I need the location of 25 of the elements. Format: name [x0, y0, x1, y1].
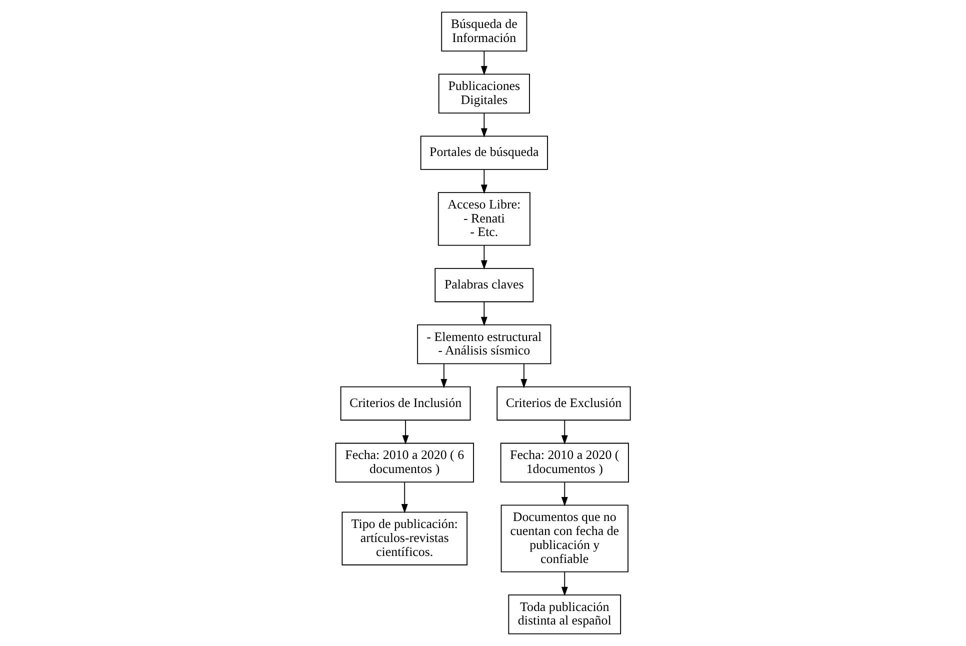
node-box: Palabras claves [434, 268, 534, 302]
node-box: Búsqueda de Información [441, 12, 528, 52]
node-box: Portales de búsqueda [420, 136, 548, 170]
node-box: Publicaciones Digitales [438, 74, 530, 114]
arrow [520, 364, 528, 388]
arrow [561, 420, 568, 444]
node-box: Tipo de publicación: artículos-revistas científicos. [342, 512, 468, 566]
arrow [480, 50, 488, 76]
arrow [480, 245, 488, 270]
arrow [440, 364, 448, 388]
node-box: Fecha: 2010 a 2020 ( 1documentos ) [500, 442, 629, 483]
arrow [480, 112, 488, 138]
arrow [480, 169, 488, 194]
node-box: - Elemento estructural - Análisis sísmico [417, 324, 552, 364]
arrow [402, 420, 409, 444]
arrow [480, 301, 488, 326]
node-box: Criterios de Inclusión [340, 386, 471, 421]
node-box: Criterios de Exclusión [496, 386, 631, 421]
node-box: Acceso Libre: - Renati - Etc. [438, 192, 530, 246]
arrow [561, 482, 568, 506]
node-box: Fecha: 2010 a 2020 ( 6 documentos ) [335, 442, 474, 483]
node-box: Toda publicación distinta al español [508, 594, 622, 634]
arrow [401, 482, 408, 514]
arrow [561, 572, 568, 596]
node-box: Documentos que no cuentan con fecha de publicación y confiable [500, 504, 628, 572]
